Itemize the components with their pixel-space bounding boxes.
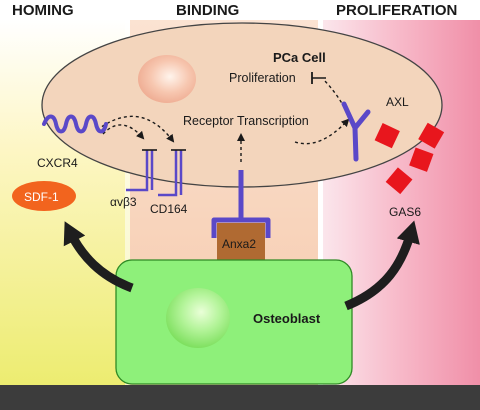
gas6-label: GAS6 <box>389 205 421 219</box>
integrin-label: αvβ3 <box>110 195 137 209</box>
osteoblast-cell <box>115 259 353 385</box>
bone-surface <box>0 385 480 410</box>
gas6-ligand <box>418 122 445 149</box>
anxa2-receptor <box>211 170 271 238</box>
osteoblast-label: Osteoblast <box>253 311 321 326</box>
proliferation-arrow <box>344 220 420 311</box>
gas6-ligand <box>385 167 413 195</box>
receptor-transcription-label: Receptor Transcription <box>183 114 309 128</box>
gas6-ligand <box>374 123 400 149</box>
cxcr4-to-cd164-arrow <box>96 115 175 143</box>
anxa2-label: Anxa2 <box>222 237 256 251</box>
cxcr4-to-integrin-arrow <box>102 124 145 140</box>
axl-to-proliferation-arrow <box>323 79 353 125</box>
pca-cell-title: PCa Cell <box>273 50 326 65</box>
sdf1-ligand <box>12 181 76 211</box>
cd164-receptor <box>158 150 183 197</box>
binding-panel-divider-right <box>318 20 323 392</box>
transcription-to-axl-arrow <box>294 118 350 145</box>
axl-receptor <box>341 101 371 162</box>
proliferation-label: Proliferation <box>229 71 296 85</box>
axl-label: AXL <box>386 95 409 109</box>
homing-arrow <box>63 221 134 293</box>
osteoblast-nucleus <box>166 288 230 348</box>
binding-panel-divider-left <box>125 20 130 392</box>
sdf1-label: SDF-1 <box>24 190 59 204</box>
pca-cell <box>41 22 443 188</box>
heading-proliferation: PROLIFERATION <box>336 2 457 19</box>
cxcr4-receptor <box>42 114 108 134</box>
integrin-receptor <box>126 150 154 192</box>
anxa2-ligand <box>217 223 265 263</box>
heading-binding: BINDING <box>176 2 239 19</box>
cxcr4-label: CXCR4 <box>37 156 78 170</box>
heading-homing: HOMING <box>12 2 74 19</box>
gas6-ligand <box>409 147 434 172</box>
cd164-label: CD164 <box>150 202 188 216</box>
pca-nucleus <box>138 55 196 103</box>
